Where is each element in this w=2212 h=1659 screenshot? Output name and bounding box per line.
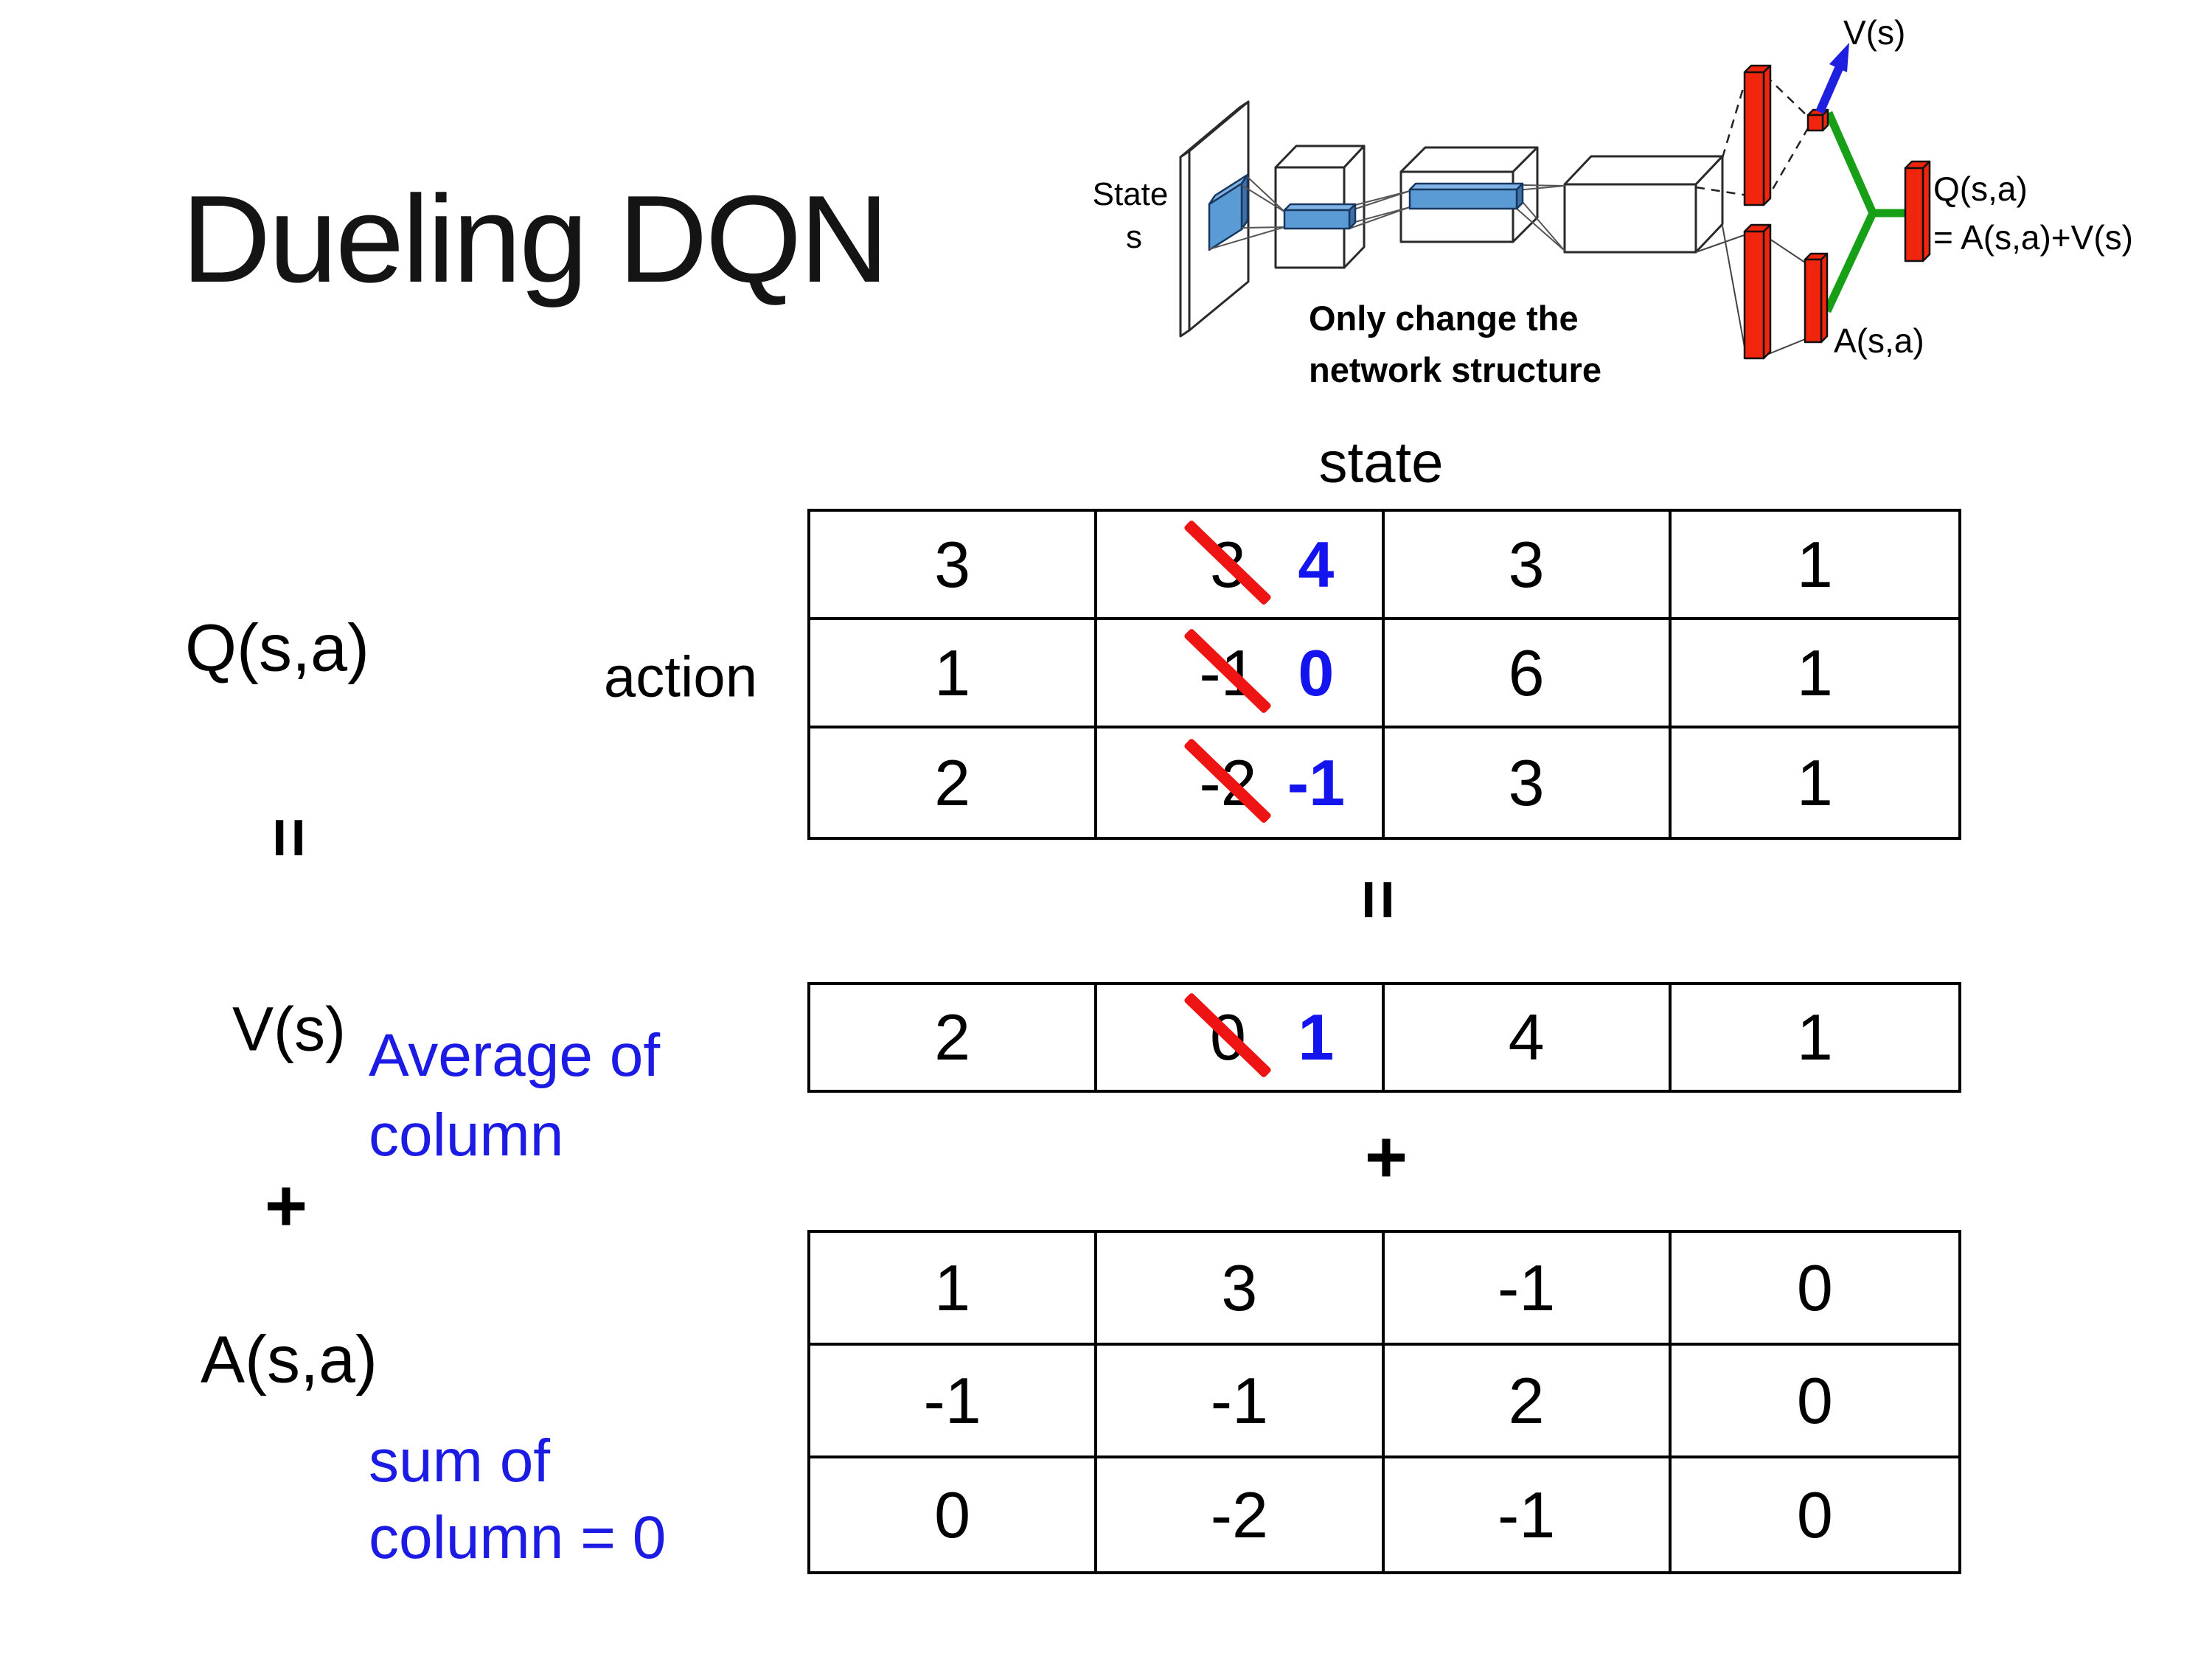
equals-sign-center: = — [1339, 879, 1418, 920]
cell-value: 2 — [934, 1001, 971, 1074]
q-output-bar — [1904, 160, 1931, 262]
cell-value: -1 — [1498, 1251, 1556, 1324]
cell-value: 0 — [934, 1478, 971, 1551]
matrix-cell-r2c1: -2-1 — [1097, 728, 1385, 837]
cell-value: 1 — [934, 1251, 971, 1324]
conv-box-3 — [1563, 155, 1724, 254]
matrix-cell-r0c1: 34 — [1097, 512, 1385, 620]
matrix-cell-r2c1: -2 — [1097, 1458, 1385, 1571]
matrix-cell-r0c0: 3 — [810, 512, 1098, 620]
cell-value: 1 — [1796, 527, 1833, 601]
diagram-q-label: Q(s,a) — [1933, 170, 2028, 208]
advantage-bar — [1804, 252, 1829, 344]
average-note-line1: Average of — [369, 1022, 661, 1089]
diagram-a-label: A(s,a) — [1834, 321, 1924, 360]
advantage-matrix: 1 3 -1 0 -1 -1 2 0 0 -2 -1 0 — [807, 1230, 1961, 1574]
v-row-label: V(s) — [232, 994, 346, 1064]
state-value-matrix: 2 01 4 1 — [807, 982, 1961, 1093]
corrected-value: 1 — [1298, 1001, 1335, 1074]
diagram-state-s-label: s — [1126, 219, 1142, 255]
matrix-cell-r2c0: 0 — [810, 1458, 1098, 1571]
feature-bar-1 — [1283, 203, 1357, 230]
corrected-value: -1 — [1287, 745, 1346, 819]
feature-bar-2 — [1408, 182, 1524, 210]
cell-value: 4 — [1508, 1001, 1545, 1074]
matrix-cell-r1c2: 2 — [1384, 1346, 1672, 1458]
diagram-q-formula: = A(s,a)+V(s) — [1933, 218, 2133, 257]
a-matrix-label: A(s,a) — [200, 1323, 378, 1397]
matrix-cell-r0c0: 1 — [810, 1233, 1098, 1346]
q-matrix-label: Q(s,a) — [184, 611, 370, 686]
matrix-cell-r1c3: 1 — [1671, 620, 1958, 728]
action-axis-label: action — [603, 644, 758, 709]
cell-value: 3 — [934, 527, 971, 601]
input-patch-shape — [1208, 173, 1249, 251]
average-note-line2: column — [369, 1102, 564, 1169]
state-axis-label: state — [1318, 429, 1444, 495]
sum-note-line2: column = 0 — [369, 1504, 667, 1571]
cell-value: 3 — [1508, 527, 1545, 601]
cell-value: 1 — [1796, 636, 1833, 709]
matrix-cell-r2c3: 0 — [1672, 1458, 1958, 1571]
corrected-value: 4 — [1298, 527, 1335, 601]
matrix-cell-r2c0: 2 — [810, 728, 1098, 837]
cell-value: 3 — [1508, 745, 1545, 819]
corrected-value: 0 — [1298, 636, 1335, 709]
cell-value: -1 — [1210, 1363, 1268, 1437]
diagram-note-line1: Only change the — [1309, 299, 1579, 338]
cell-value: 2 — [934, 745, 971, 819]
plus-sign-left: + — [264, 1164, 308, 1248]
matrix-cell-r0c0: 2 — [810, 985, 1098, 1090]
cell-value: 1 — [1796, 1001, 1833, 1074]
diagram-v-label: V(s) — [1843, 13, 1905, 52]
conv-fan-lines — [1208, 176, 1565, 251]
matrix-cell-r0c2: 4 — [1385, 985, 1672, 1090]
value-stream-dashed-lines — [1695, 73, 1809, 203]
cell-value: 0 — [1796, 1363, 1833, 1437]
sum-of-column-note: sum of column = 0 — [369, 1423, 666, 1576]
diagram-state-label: State — [1093, 176, 1169, 212]
cell-value: 2 — [1508, 1363, 1545, 1437]
cell-value: -1 — [923, 1363, 981, 1437]
matrix-cell-r1c1: -10 — [1097, 620, 1385, 728]
matrix-cell-r2c2: -1 — [1385, 1458, 1672, 1571]
cell-value: 0 — [1796, 1478, 1833, 1551]
matrix-cell-r2c3: 1 — [1672, 728, 1958, 837]
fc-bar-top — [1743, 64, 1772, 206]
matrix-cell-r1c0: -1 — [810, 1346, 1098, 1458]
cell-value: 0 — [1796, 1251, 1833, 1324]
aggregation-junction — [1823, 111, 1908, 313]
value-arrow — [1815, 43, 1849, 114]
matrix-cell-r0c3: 1 — [1672, 985, 1958, 1090]
cell-value: 1 — [1796, 745, 1833, 819]
matrix-cell-r0c2: 3 — [1384, 512, 1672, 620]
slide-title: Dueling DQN — [181, 170, 889, 308]
sum-note-line1: sum of — [369, 1427, 551, 1495]
cell-value: -1 — [1498, 1478, 1556, 1551]
matrix-cell-r1c1: -1 — [1097, 1346, 1385, 1458]
advantage-stream-lines — [1695, 225, 1806, 356]
matrix-cell-r0c3: 0 — [1671, 1233, 1958, 1346]
plus-sign-center: + — [1364, 1116, 1408, 1199]
matrix-cell-r0c1: 01 — [1097, 985, 1385, 1090]
cell-value: 6 — [1508, 636, 1545, 709]
matrix-cell-r0c1: 3 — [1097, 1233, 1385, 1346]
dueling-network-diagram: State s V(s) Q(s,a) = A(s,a)+V(s) A(s,a)… — [1093, 13, 2133, 389]
fc-bar-bottom — [1743, 223, 1772, 360]
matrix-cell-r1c3: 0 — [1671, 1346, 1958, 1458]
matrix-cell-r1c0: 1 — [810, 620, 1098, 728]
equals-sign-left: = — [250, 817, 329, 858]
value-node — [1806, 108, 1829, 132]
matrix-cell-r1c2: 6 — [1384, 620, 1672, 728]
matrix-cell-r0c2: -1 — [1384, 1233, 1672, 1346]
cell-value: 1 — [934, 636, 971, 709]
cell-value: -2 — [1210, 1478, 1268, 1551]
matrix-cell-r0c3: 1 — [1671, 512, 1958, 620]
average-of-column-note: Average of column — [369, 1016, 660, 1175]
matrix-cell-r2c2: 3 — [1385, 728, 1672, 837]
diagram-note-line2: network structure — [1309, 350, 1601, 389]
cell-value: 3 — [1221, 1251, 1258, 1324]
